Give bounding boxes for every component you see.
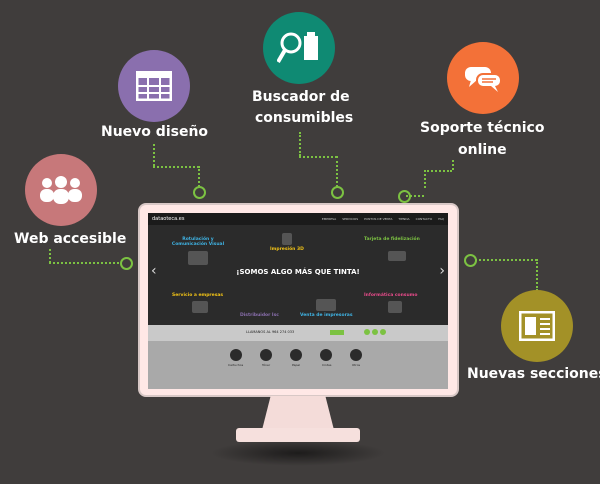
connector-diseno-h — [153, 166, 199, 168]
social-icon[interactable] — [372, 329, 378, 335]
other-icon[interactable] — [350, 349, 362, 361]
monitor: dataoteca.es EMPRESA SERVICIOS PUNTOS DE… — [138, 203, 459, 397]
cat-informatica[interactable]: Informática consumo — [364, 293, 418, 298]
social-icon[interactable] — [364, 329, 370, 335]
buscador-circle — [263, 12, 335, 84]
connector-dot — [193, 186, 206, 199]
nav-item[interactable]: EMPRESA — [321, 217, 337, 221]
soporte-label-line1: Soporte técnico — [420, 120, 545, 136]
printer-image — [188, 251, 208, 265]
connector-soporte-h2 — [406, 195, 424, 197]
connector-buscador-h — [299, 156, 337, 158]
table-layout-icon — [136, 71, 172, 101]
users-icon — [40, 176, 82, 204]
soporte-circle — [447, 42, 519, 114]
nav-item[interactable]: SERVICIOS — [342, 217, 359, 221]
nuevo-diseno-circle — [118, 50, 190, 122]
search-cartridge-icon — [277, 32, 318, 64]
connector-diseno — [153, 144, 155, 166]
nav-item[interactable]: PUNTOS DE VENTA — [364, 217, 393, 221]
connector-soporte-v2 — [424, 170, 426, 188]
connector-dot — [120, 257, 133, 270]
connector-diseno-v2 — [198, 166, 200, 187]
ribbon-icon[interactable] — [320, 349, 332, 361]
site-hero: Rotulación y Comunicación Visual Impresi… — [148, 225, 448, 325]
card-image — [388, 251, 406, 261]
cat-venta[interactable]: Venta de impresoras — [300, 313, 353, 318]
cat-rotulacion[interactable]: Rotulación y Comunicación Visual — [171, 237, 225, 247]
nuevas-secciones-label: Nuevas secciones — [467, 366, 600, 382]
website-screen: dataoteca.es EMPRESA SERVICIOS PUNTOS DE… — [148, 213, 448, 389]
cat-fidelizacion[interactable]: Tarjeta de fidelización — [364, 237, 420, 242]
cat-servicio[interactable]: Servicio a empresas — [172, 293, 224, 298]
computer-image — [388, 301, 402, 313]
search-button[interactable] — [330, 330, 344, 335]
connector-dot — [331, 186, 344, 199]
web-accesible-label: Web accesible — [14, 231, 127, 247]
site-bottom: Cartuchos Tóner Papel Cintas Otros — [148, 341, 448, 389]
connector-buscador — [299, 132, 301, 156]
site-search-bar: LLAMANOS AL 964 274 033 — [148, 325, 448, 341]
nav-item[interactable]: TIENDA — [398, 217, 410, 221]
connector-soporte-h — [424, 170, 452, 172]
nav-item[interactable]: FAQ — [438, 217, 444, 221]
site-nav: dataoteca.es EMPRESA SERVICIOS PUNTOS DE… — [148, 213, 448, 225]
site-logo: dataoteca.es — [152, 216, 185, 222]
paper-icon[interactable] — [290, 349, 302, 361]
buscador-label-line2: consumibles — [255, 110, 354, 126]
cartridge-icon[interactable] — [230, 349, 242, 361]
phone-text: LLAMANOS AL 964 274 033 — [246, 330, 295, 334]
bottom-label: Papel — [292, 363, 301, 367]
soporte-label-line2: online — [458, 142, 507, 158]
printer-image — [316, 299, 336, 311]
3d-printer-image — [282, 233, 292, 245]
social-icon[interactable] — [380, 329, 386, 335]
cat-impresion3d[interactable]: Impresión 3D — [270, 247, 304, 252]
nav-item[interactable]: CONTACTO — [415, 217, 433, 221]
monitor-stand-neck — [262, 396, 334, 430]
bottom-label: Cintas — [322, 363, 332, 367]
nuevo-diseno-label: Nuevo diseño — [101, 124, 209, 140]
bottom-label: Otros — [352, 363, 361, 367]
monitor-shadow — [210, 440, 386, 466]
site-slogan: ¡SOMOS ALGO MÁS QUE TINTA! — [236, 268, 360, 276]
newspaper-icon — [519, 311, 555, 341]
cat-distribuidor[interactable]: Distribuidor Isc — [240, 313, 279, 318]
chevron-left-icon[interactable]: ‹ — [151, 263, 157, 279]
chat-bubbles-icon — [465, 67, 502, 92]
nuevas-secciones-circle — [501, 290, 573, 362]
chevron-right-icon[interactable]: › — [439, 263, 445, 279]
connector-secciones-h — [475, 259, 537, 261]
buscador-label-line1: Buscador de — [252, 89, 350, 105]
connector-secciones-v — [536, 259, 538, 291]
toner-icon[interactable] — [260, 349, 272, 361]
web-accesible-circle — [25, 154, 97, 226]
connector-buscador-v2 — [336, 156, 338, 187]
bottom-label: Tóner — [262, 363, 271, 367]
connector-soporte — [452, 160, 454, 170]
bottom-label: Cartuchos — [228, 363, 244, 367]
connector-web — [49, 249, 51, 263]
monitor-stand-base — [236, 428, 360, 442]
office-image — [192, 301, 208, 313]
connector-web-h — [49, 262, 123, 264]
